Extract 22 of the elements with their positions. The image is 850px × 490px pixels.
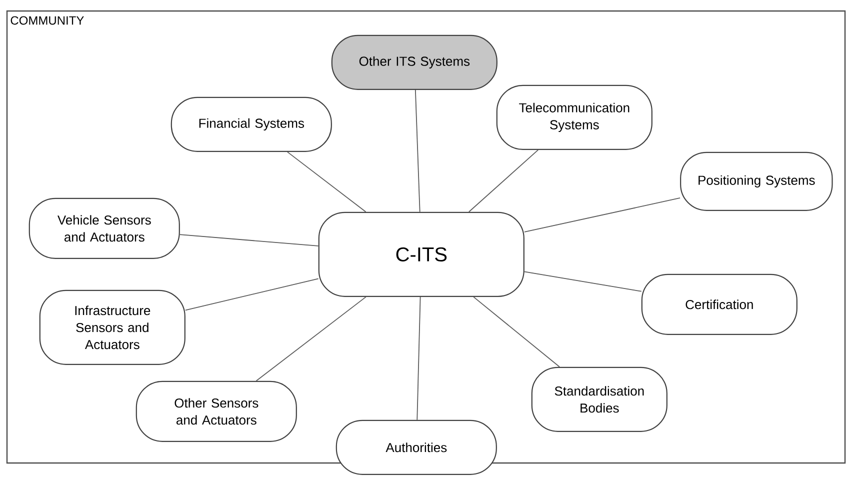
connector-line [414, 90, 420, 212]
connector-line [468, 150, 539, 212]
system-box: Other ITS Systems [331, 34, 498, 90]
system-box: Authorities [336, 420, 497, 475]
hub-box: C-ITS [318, 212, 524, 297]
system-box: Financial Systems [170, 96, 332, 152]
connector-line [286, 152, 366, 212]
system-box: Other Sensors and Actuators [136, 380, 297, 442]
connector-line [185, 278, 319, 311]
system-box: Certification [641, 274, 798, 335]
connector-line [524, 271, 642, 292]
connector-line [180, 234, 319, 246]
system-box: Telecommunication Systems [496, 84, 652, 150]
connector-line [524, 198, 680, 232]
system-box: Positioning Systems [680, 152, 833, 211]
system-box: Infrastructure Sensors and Actuators [39, 290, 186, 365]
system-box: Vehicle Sensors and Actuators [28, 198, 180, 259]
system-box: Standardisation Bodies [531, 366, 668, 432]
connector-line [256, 296, 366, 382]
node-label: Authorities [386, 442, 447, 452]
connector-line [416, 296, 421, 420]
connector-line [473, 296, 560, 368]
